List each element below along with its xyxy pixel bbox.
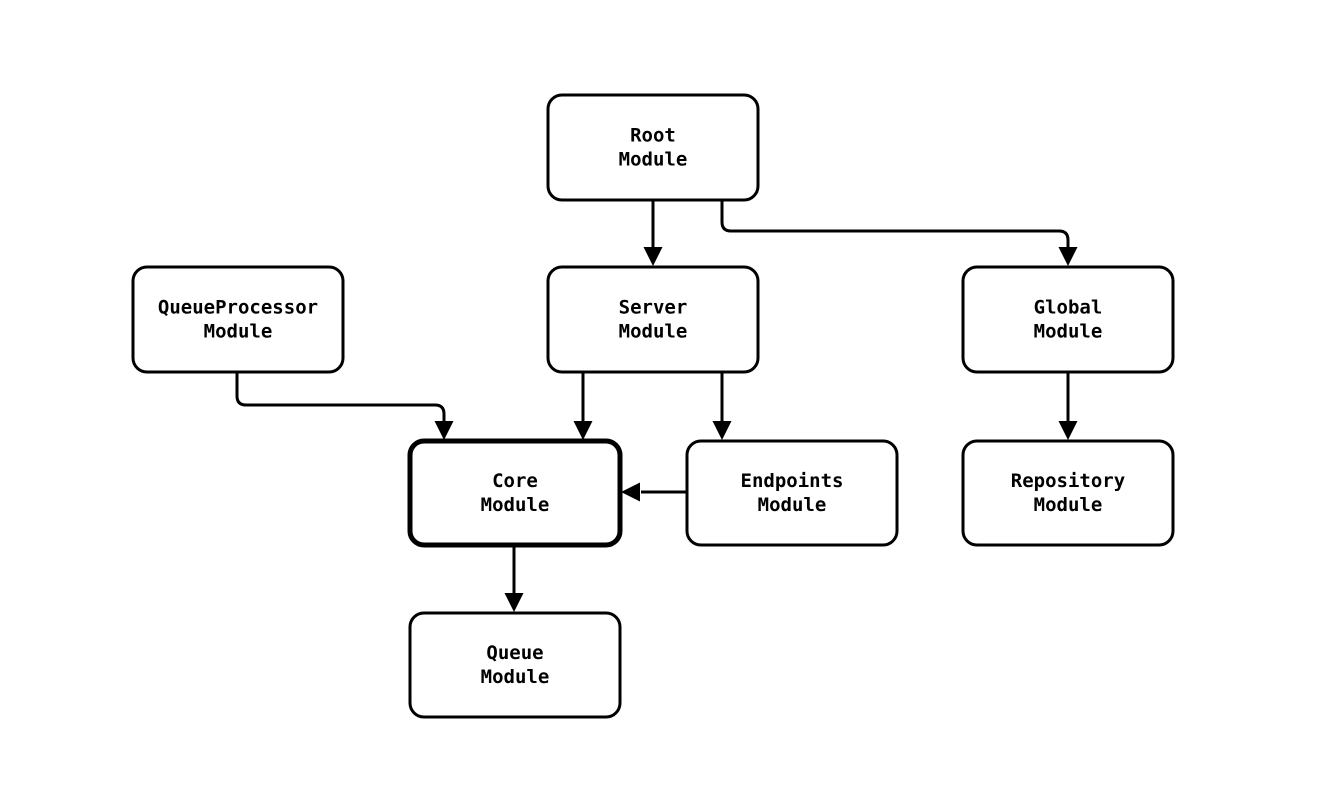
node-box[interactable] — [407, 438, 623, 548]
node-label-line1: Root — [630, 124, 676, 146]
node-box[interactable] — [408, 611, 622, 719]
edge-arrowhead — [504, 593, 524, 612]
node-label-line1: Repository — [1011, 470, 1125, 492]
edge-root-global — [720, 200, 1078, 266]
node-box[interactable] — [131, 265, 345, 374]
node-label-line1: QueueProcessor — [158, 296, 318, 318]
edge-core-queue — [504, 545, 524, 612]
node-label-line1: Core — [492, 470, 538, 492]
edge-arrowhead — [1058, 421, 1078, 440]
node-box[interactable] — [961, 439, 1175, 547]
node-label-line1: Queue — [486, 642, 543, 664]
node-label-line2: Module — [1034, 493, 1103, 515]
edges-layer — [235, 200, 1078, 612]
edge-global-repository — [1058, 372, 1078, 440]
edge-line — [720, 200, 1070, 247]
edge-arrowhead — [712, 421, 732, 440]
node-label-line2: Module — [619, 148, 688, 170]
node-label-line1: Endpoints — [741, 470, 844, 492]
edge-arrowhead — [621, 482, 640, 502]
node-label-line2: Module — [204, 320, 273, 342]
node-box[interactable] — [961, 265, 1175, 374]
node-label-line2: Module — [481, 493, 550, 515]
edge-server-core — [573, 372, 593, 440]
edge-arrowhead — [573, 421, 593, 440]
edge-endpoints-core — [621, 482, 687, 502]
node-box[interactable] — [546, 265, 760, 374]
node-box[interactable] — [685, 439, 899, 547]
edge-root-server — [643, 200, 663, 266]
edge-arrowhead — [434, 421, 454, 440]
edge-arrowhead — [1058, 247, 1078, 266]
edge-server-endpoints — [712, 372, 732, 440]
node-label-line1: Server — [619, 296, 688, 318]
node-label-line2: Module — [758, 493, 827, 515]
node-label-line2: Module — [481, 665, 550, 687]
edge-line — [235, 372, 446, 421]
node-label-line2: Module — [1034, 320, 1103, 342]
edge-arrowhead — [643, 247, 663, 266]
node-label-line2: Module — [619, 320, 688, 342]
node-label-line1: Global — [1034, 296, 1103, 318]
edge-queueprocessor-core — [235, 372, 454, 440]
node-box[interactable] — [546, 93, 760, 202]
